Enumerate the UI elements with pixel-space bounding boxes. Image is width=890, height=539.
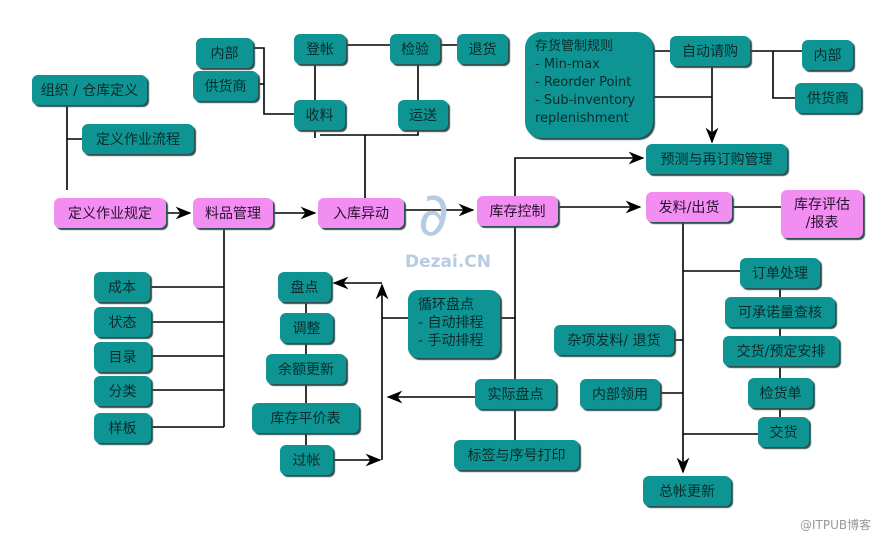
node-inventory-average: 库存平价表 <box>252 403 359 433</box>
watermark-logo-icon: ∂ <box>418 180 450 250</box>
inventory-rules-line: - Sub-inventory <box>535 93 636 108</box>
node-label-print: 标签与序号打印 <box>454 440 579 470</box>
node-order-processing: 订单处理 <box>740 258 820 288</box>
node-catalog: 目录 <box>94 342 151 372</box>
node-supplier-right: 供货商 <box>795 83 861 113</box>
node-supplier-left: 供货商 <box>193 71 258 101</box>
node-ship: 交货 <box>758 417 809 447</box>
node-balance-update: 余额更新 <box>266 354 346 384</box>
node-ship-schedule: 交货/预定安排 <box>723 336 839 366</box>
node-auto-requisition: 自动请购 <box>670 36 750 66</box>
node-flow-def: 定义作业流程 <box>82 124 194 154</box>
valuation-line: /报表 <box>805 215 839 231</box>
cycle-count-line: - 手动排程 <box>418 333 484 349</box>
valuation-line: 库存评估 <box>794 197 850 213</box>
node-internal-use: 内部领用 <box>580 379 660 409</box>
node-rule-def: 定义作业规定 <box>54 198 166 228</box>
node-inventory-rules: 存货管制规则 - Min-max - Reorder Point - Sub-i… <box>525 32 653 138</box>
node-internal-right: 内部 <box>802 40 853 70</box>
node-status: 状态 <box>94 307 151 337</box>
node-post: 登帐 <box>294 34 346 64</box>
node-misc-issue: 杂项发料/ 退货 <box>554 325 674 355</box>
node-internal-left: 内部 <box>196 38 253 68</box>
credit-text: @ITPUB博客 <box>800 518 872 532</box>
node-pick-slip: 检货单 <box>748 378 813 408</box>
inventory-rules-line: - Min-max <box>535 57 600 72</box>
node-inspect: 检验 <box>390 34 440 64</box>
node-receipt: 入库异动 <box>318 198 404 228</box>
node-gl-update: 总帐更新 <box>643 476 731 506</box>
node-forecast: 预测与再订购管理 <box>646 144 787 174</box>
node-category: 分类 <box>94 376 151 406</box>
node-posting: 过帐 <box>280 445 333 475</box>
inventory-rules-line: - Reorder Point <box>535 75 632 90</box>
node-deliver: 运送 <box>398 100 448 130</box>
inventory-rules-title: 存货管制规则 <box>535 39 614 54</box>
node-template: 样板 <box>94 413 151 443</box>
node-adjust: 调整 <box>280 313 333 343</box>
watermark-text: Dezai.CN <box>405 252 491 272</box>
node-item-mgmt: 料品管理 <box>193 198 273 228</box>
node-cycle-count: 循环盘点 - 自动排程 - 手动排程 <box>408 290 500 358</box>
node-physical-count: 实际盘点 <box>475 379 556 409</box>
cycle-count-title: 循环盘点 <box>418 297 474 313</box>
node-return: 退货 <box>457 34 508 64</box>
node-inventory-control: 库存控制 <box>477 196 558 226</box>
node-cost: 成本 <box>94 272 150 302</box>
cycle-count-line: - 自动排程 <box>418 315 484 331</box>
node-count: 盘点 <box>278 272 331 302</box>
node-issue: 发料/出货 <box>646 192 732 222</box>
inventory-rules-line: replenishment <box>535 111 629 126</box>
node-org-def: 组织 / 仓库定义 <box>32 75 147 105</box>
node-receive: 收料 <box>294 100 345 130</box>
node-atp-check: 可承诺量查核 <box>725 297 835 327</box>
node-valuation: 库存评估 /报表 <box>781 190 863 238</box>
